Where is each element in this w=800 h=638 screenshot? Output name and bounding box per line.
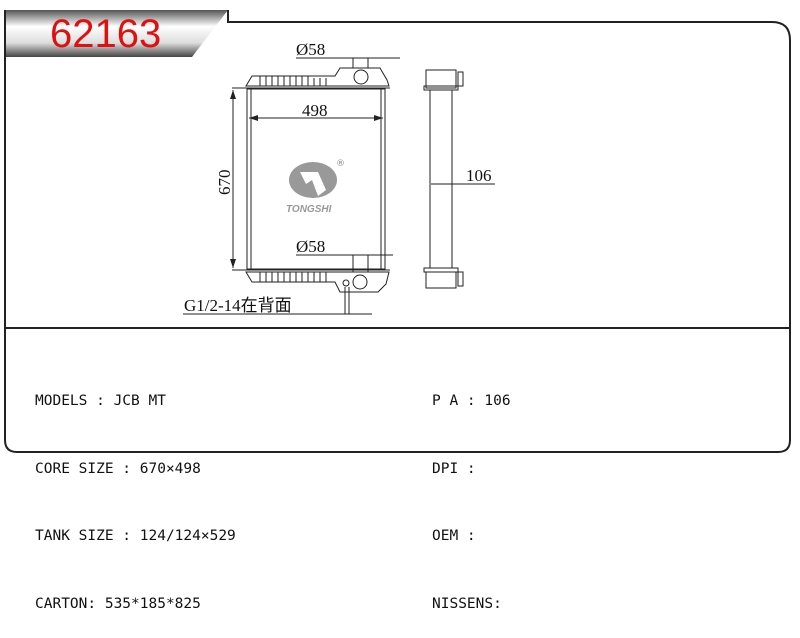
depth-dimension: 106 xyxy=(466,166,492,185)
svg-text:®: ® xyxy=(336,159,345,169)
spec-pa: P A : 106 xyxy=(432,393,511,409)
title-band xyxy=(5,10,228,57)
svg-text:TONGSHI: TONGSHI xyxy=(286,204,332,215)
width-dimension: 498 xyxy=(302,101,328,120)
spec-sheet-frame: TONGSHI ® Ø58 498 670 Ø58 106 G1/2-14在背面 xyxy=(4,10,791,453)
part-number-title: 62163 xyxy=(50,12,162,56)
height-dimension: 670 xyxy=(215,170,234,196)
outer-border xyxy=(4,10,791,453)
dimension-arrows xyxy=(230,90,383,268)
bottom-port-dimension: Ø58 xyxy=(296,237,325,256)
radiator-front-view xyxy=(183,57,400,315)
spec-models: MODELS : JCB MT xyxy=(35,393,166,409)
specs-right: P A : 106 DPI : OEM : NISSENS: xyxy=(432,345,511,638)
radiator-side-view xyxy=(423,69,495,289)
spec-core-size: CORE SIZE : 670×498 xyxy=(35,460,201,477)
tongshi-logo: TONGSHI ® xyxy=(286,159,345,215)
spec-tank-size: TANK SIZE : 124/124×529 xyxy=(35,528,236,544)
top-port-dimension: Ø58 xyxy=(296,40,325,59)
spec-carton: CARTON: 535*185*825 xyxy=(35,595,201,612)
specs-left: MODELS : JCB MT CORE SIZE : 670×498 TANK… xyxy=(35,345,236,638)
spec-nissens: NISSENS: xyxy=(432,595,502,612)
spec-oem: OEM : xyxy=(432,528,476,544)
spec-dpi: DPI : xyxy=(432,460,476,477)
drain-note: G1/2-14在背面 xyxy=(184,296,292,315)
